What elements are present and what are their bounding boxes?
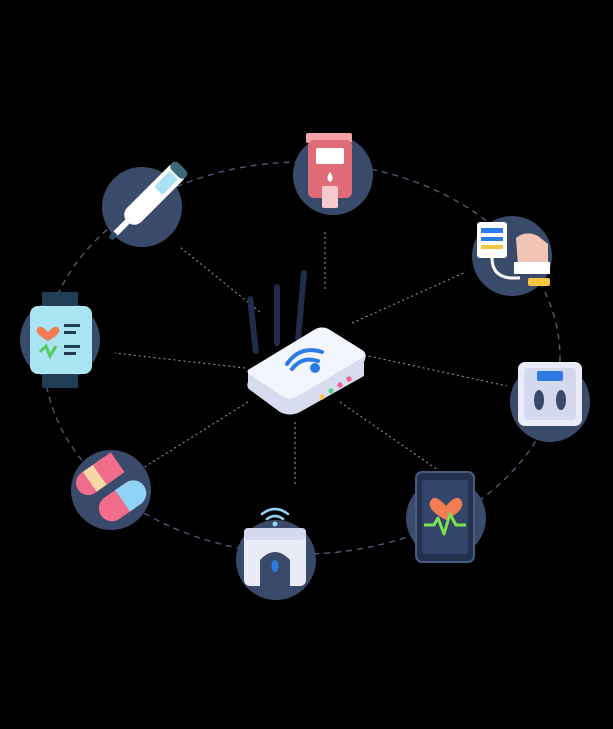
line-blood-pressure (351, 271, 467, 324)
wireless-scale-icon (244, 507, 306, 586)
glucose-meter-device (293, 133, 373, 215)
connection-lines (114, 232, 508, 486)
line-scale (363, 354, 508, 387)
line-pills (139, 401, 249, 471)
blood-pressure-device (472, 216, 552, 296)
smartwatch-icon (30, 292, 92, 388)
line-thermometer (179, 246, 261, 313)
line-watch (114, 352, 246, 369)
connected-scale-device (236, 507, 316, 600)
phone-heart-rate-icon (415, 471, 475, 563)
smart-scale-device (510, 362, 590, 442)
blood-pressure-icon (477, 222, 550, 286)
pills-device (71, 450, 151, 530)
thermometer-icon (109, 161, 188, 240)
thermometer-device (102, 161, 188, 247)
heart-rate-phone-device (406, 471, 486, 563)
pills-icon (76, 452, 147, 522)
router-icon (247, 270, 366, 415)
scale-icon (518, 362, 582, 426)
smartwatch-device (20, 292, 100, 388)
line-phone (339, 401, 439, 471)
glucose-meter-icon (306, 133, 352, 208)
